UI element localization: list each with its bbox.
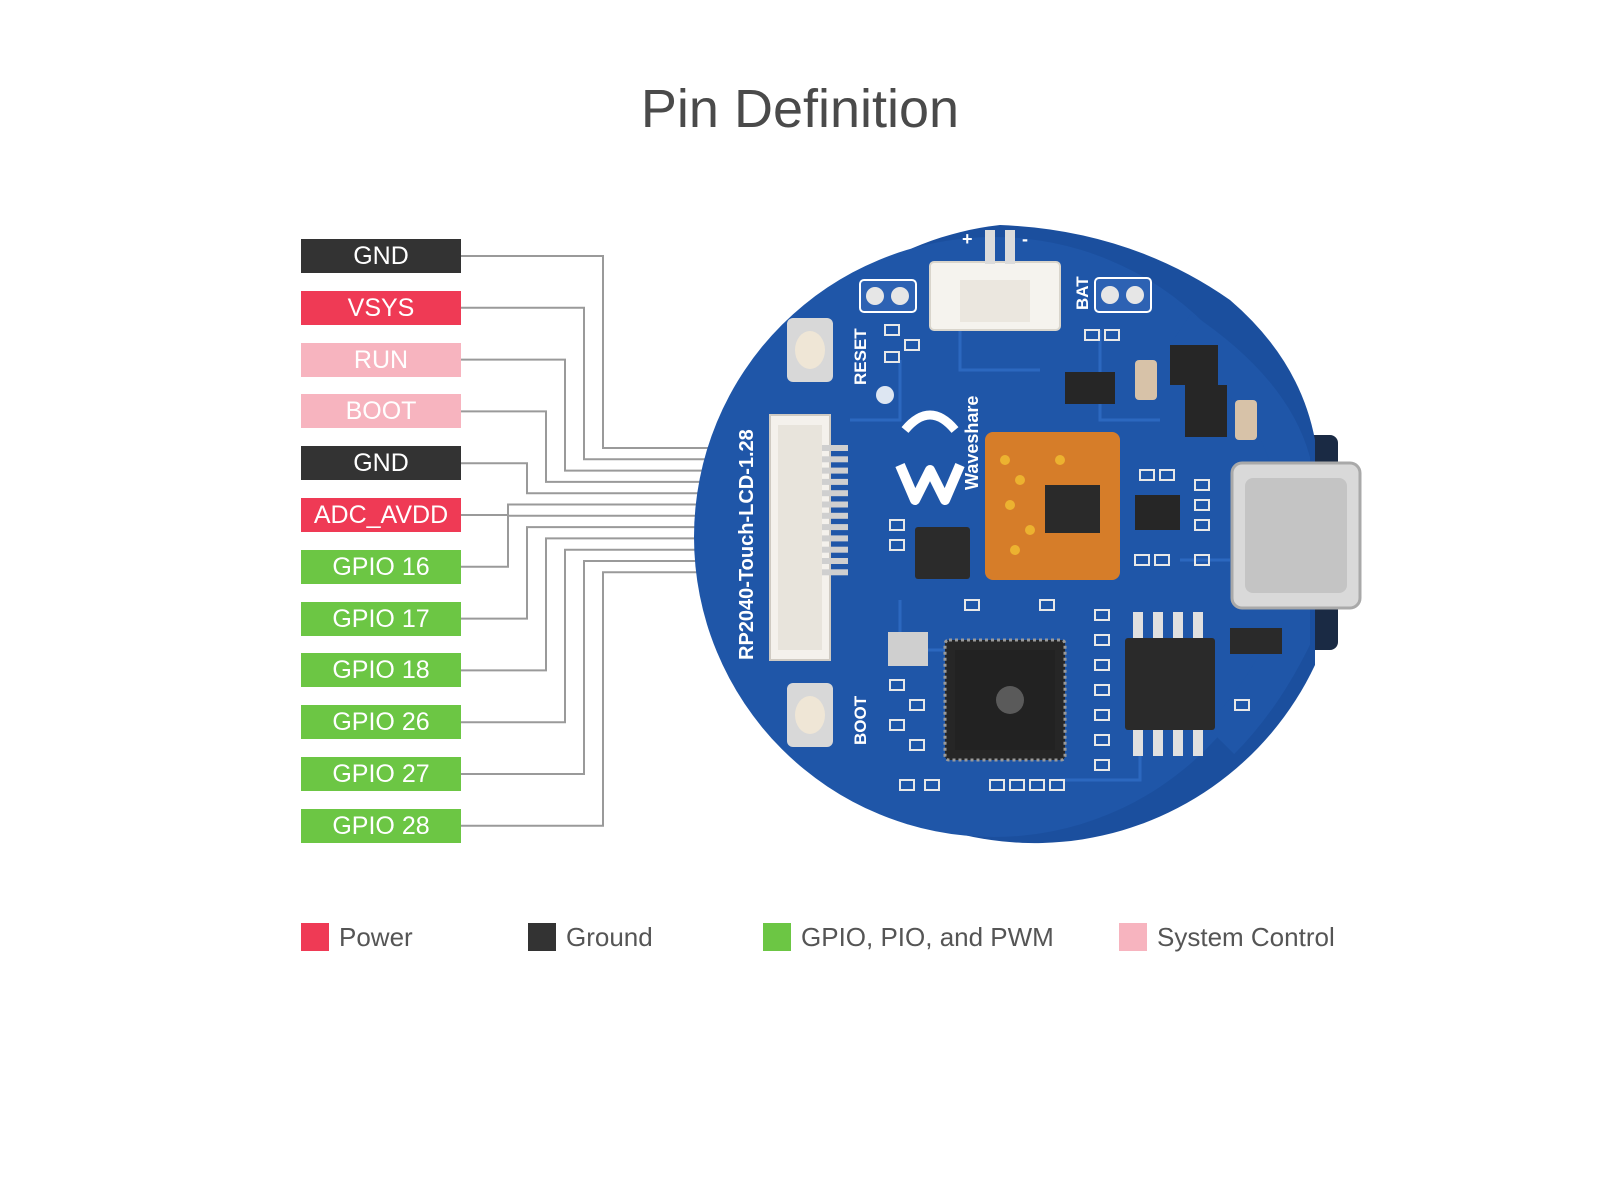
- legend-swatch: [1119, 923, 1147, 951]
- fpc-pin: [822, 467, 848, 474]
- imu-chip: [915, 527, 970, 579]
- battery-connector-slot: [960, 280, 1030, 322]
- pin-label: GPIO 18: [301, 653, 461, 688]
- fpc-slot: [778, 425, 822, 650]
- pin-label: GPIO 28: [301, 808, 461, 843]
- boot-label: BOOT: [851, 695, 870, 745]
- pin-label: GND: [301, 446, 461, 481]
- bat-label: BAT: [1073, 276, 1092, 310]
- pin-label: GPIO 26: [301, 705, 461, 740]
- capacitor: [1135, 360, 1157, 400]
- battery-minus-label: -: [1022, 229, 1028, 249]
- reset-label: RESET: [851, 328, 870, 385]
- pin-wire: [461, 410, 840, 483]
- pin-label: GND: [301, 239, 461, 273]
- board: RP2040-Touch-LCD-1.28 Waveshare RESET BO…: [694, 225, 1362, 844]
- fpc-pin: [822, 478, 848, 485]
- pin-label: GPIO 27: [301, 757, 461, 791]
- legend-label: Ground: [566, 921, 653, 952]
- fpc-pin: [822, 569, 848, 576]
- crystal: [888, 632, 928, 666]
- fpc-pin: [822, 546, 848, 553]
- legend-swatch: [763, 923, 791, 951]
- usb-c-port-inner: [1245, 478, 1347, 593]
- boot-button-cap: [795, 696, 825, 734]
- legend-label: GPIO, PIO, and PWM: [801, 921, 1054, 952]
- regulator-chip: [1065, 372, 1115, 404]
- pin-wire: [461, 526, 840, 620]
- battery-plus-label: +: [962, 229, 973, 249]
- capacitor-2: [1235, 400, 1257, 440]
- board-model-label: RP2040-Touch-LCD-1.28: [736, 429, 758, 660]
- legend-item: Power: [301, 922, 413, 952]
- raspberry-logo-icon: [996, 686, 1024, 714]
- mosfet-chip: [1135, 495, 1180, 530]
- legend-label: System Control: [1157, 921, 1335, 952]
- page-title: Pin Definition: [640, 79, 960, 139]
- fpc-pin: [822, 524, 848, 531]
- pcb-traces: [850, 320, 1230, 782]
- pin-label: VSYS: [301, 290, 461, 325]
- small-pads: [884, 324, 1250, 791]
- legend-item: System Control: [1119, 922, 1335, 952]
- pin-label: ADC_AVDD: [301, 498, 461, 532]
- pin-wire: [461, 537, 840, 672]
- legend-swatch: [301, 923, 329, 951]
- board-brand-label: Waveshare: [962, 396, 982, 490]
- diode: [1230, 628, 1282, 654]
- pin-label: RUN: [301, 342, 461, 377]
- solder-pads: [859, 277, 1152, 313]
- waveshare-logo-icon: [895, 410, 965, 505]
- legend-swatch: [528, 923, 556, 951]
- pin-wire: [461, 462, 840, 495]
- inductor: [1170, 345, 1218, 385]
- fpc-pin: [822, 535, 848, 542]
- fpc-pin: [822, 490, 848, 497]
- legend-item: GPIO, PIO, and PWM: [763, 922, 1054, 952]
- pin-wire: [461, 503, 840, 516]
- power-ic: [1185, 385, 1227, 437]
- fpc-pin: [822, 501, 848, 508]
- pin-label: GPIO 16: [301, 549, 461, 584]
- pin-label: BOOT: [301, 394, 461, 429]
- reset-button-cap: [795, 331, 825, 369]
- fpc-pin: [822, 456, 848, 463]
- touch-controller-ic: [1045, 485, 1100, 533]
- fpc-pin: [822, 558, 848, 564]
- legend-label: Power: [339, 921, 413, 952]
- flash-chip: [1125, 638, 1215, 730]
- pin-wire: [461, 514, 840, 568]
- fpc-pin: [822, 512, 848, 519]
- pin-label: GPIO 17: [301, 601, 461, 636]
- fpc-pin: [822, 445, 848, 451]
- fpc-pins: [822, 445, 848, 576]
- legend-item: Ground: [528, 922, 653, 952]
